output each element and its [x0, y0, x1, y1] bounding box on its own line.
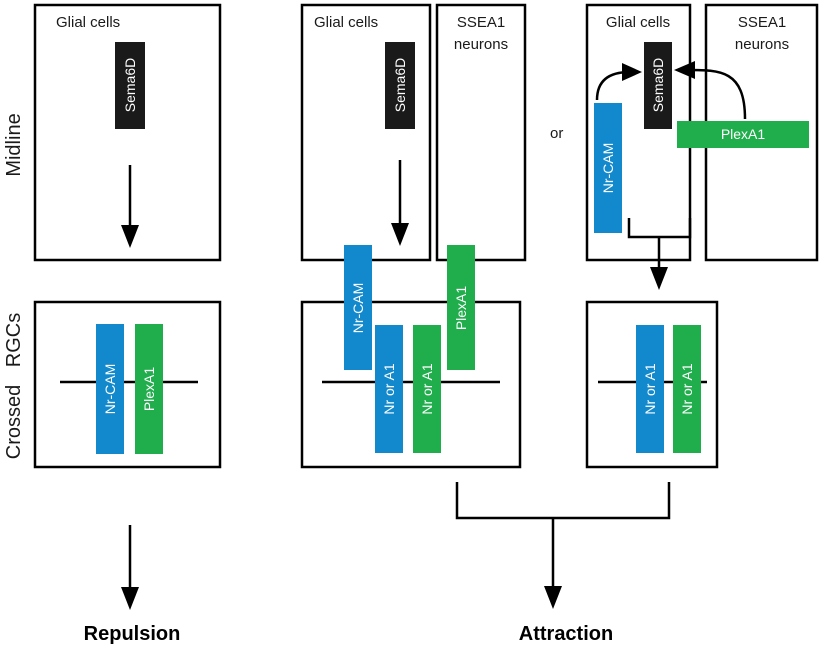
nrcam-text-2: Nr-CAM [350, 283, 366, 334]
nr-or-a1-text-green-3: Nr or A1 [679, 363, 695, 415]
arrowhead-attraction [544, 586, 562, 609]
ssea1-label-2b: neurons [454, 36, 508, 53]
sema6d-block-2 [385, 42, 415, 129]
glial-cells-label-3: Glial cells [606, 14, 670, 31]
curved-arrow-plexa1 [687, 68, 747, 120]
arrowhead-repulsion [121, 587, 139, 610]
nrcam-block-1 [96, 324, 124, 454]
plexa1-block-2 [447, 245, 475, 370]
rgc-box-1 [33, 300, 222, 469]
glial-cells-label-1: Glial cells [56, 14, 120, 31]
ssea1-label-3a: SSEA1 [738, 14, 786, 31]
nrcam-block-2 [344, 245, 372, 370]
rgc-box-2 [300, 300, 522, 469]
or-label: or [550, 125, 563, 142]
nrcam-text-1: Nr-CAM [102, 364, 118, 415]
plexa1-text-2: PlexA1 [453, 286, 469, 331]
midline-label: Midline [3, 113, 25, 176]
sema6d-text-1: Sema6D [122, 58, 138, 112]
sema6d-text-3: Sema6D [650, 58, 666, 112]
nr-or-a1-text-blue-3: Nr or A1 [642, 363, 658, 415]
attraction-bracket [455, 482, 671, 520]
nr-or-a1-green-3 [673, 325, 701, 453]
arrowhead-curved-plexa1 [674, 61, 695, 79]
nrcam-block-3 [594, 103, 622, 233]
nr-or-a1-blue-3 [636, 325, 664, 453]
sema6d-text-2: Sema6D [392, 58, 408, 112]
attraction-label: Attraction [519, 623, 613, 645]
plexa1-block-3 [677, 121, 809, 148]
arrowhead-3 [650, 267, 668, 290]
arrowhead-curved-nrcam [622, 63, 642, 81]
ssea1-label-3b: neurons [735, 36, 789, 53]
nr-or-a1-blue-2 [375, 325, 403, 453]
plexa1-text-1: PlexA1 [141, 367, 157, 412]
plexa1-block-1 [135, 324, 163, 454]
plexa1-text-3: PlexA1 [721, 126, 766, 142]
sema6d-block-1 [115, 42, 145, 129]
ssea1-box-2 [435, 3, 527, 262]
ssea1-label-2a: SSEA1 [457, 14, 505, 31]
nr-or-a1-text-green-2: Nr or A1 [419, 363, 435, 415]
arrowhead-2 [391, 223, 409, 246]
nrcam-text-3: Nr-CAM [600, 143, 616, 194]
rgcs-label: RGCs [3, 313, 25, 367]
nr-or-a1-text-blue-2: Nr or A1 [381, 363, 397, 415]
arrowhead-1 [121, 225, 139, 248]
sema6d-block-3 [644, 42, 672, 129]
repulsion-label: Repulsion [84, 623, 181, 645]
nr-or-a1-green-2 [413, 325, 441, 453]
crossed-label: Crossed [3, 385, 25, 459]
glial-cells-label-2: Glial cells [314, 14, 378, 31]
